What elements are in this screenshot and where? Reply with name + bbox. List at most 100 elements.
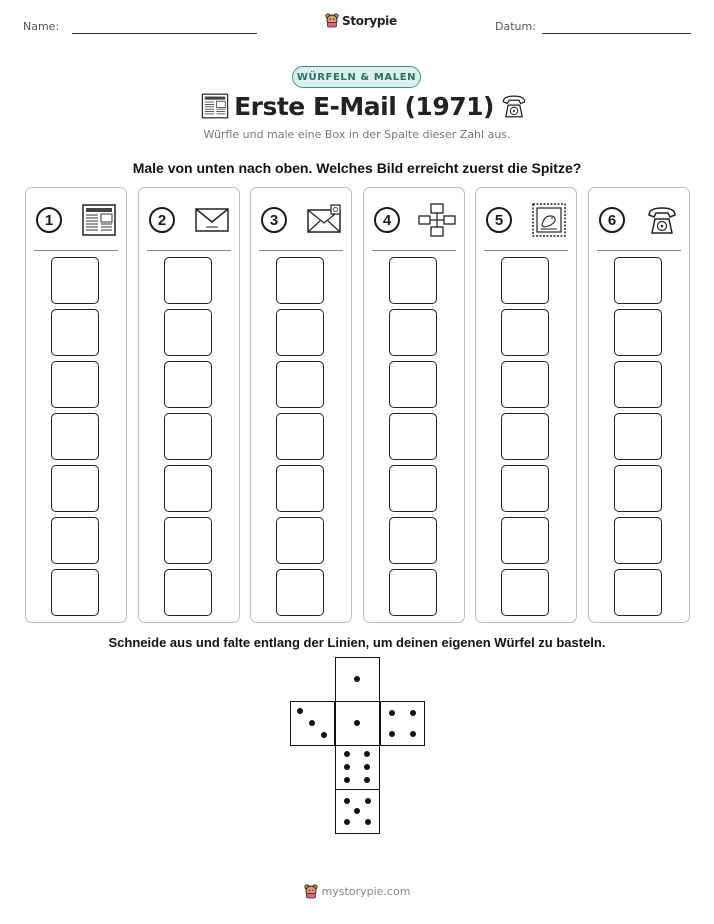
color-box[interactable] [614,413,662,460]
bear-icon [303,884,318,899]
color-box[interactable] [614,361,662,408]
column-divider [484,250,568,251]
color-box[interactable] [389,517,437,564]
color-box[interactable] [164,257,212,304]
color-box[interactable] [164,517,212,564]
color-box[interactable] [164,465,212,512]
telephone-icon [502,95,526,118]
color-box[interactable] [501,569,549,616]
color-box[interactable] [501,309,549,356]
column-number: 6 [599,207,625,233]
name-label: Name: [23,20,60,33]
color-box[interactable] [164,413,212,460]
die-pip [344,776,351,783]
column-2: 2 [138,187,240,623]
subtitle: Würfle und male eine Box in der Spalte d… [203,128,511,141]
color-box[interactable] [276,361,324,408]
die-pip [309,720,315,726]
color-box[interactable] [51,309,99,356]
date-line[interactable] [542,33,691,34]
color-box[interactable] [164,569,212,616]
color-box[interactable] [389,569,437,616]
die-pip [354,676,360,682]
color-box[interactable] [276,465,324,512]
column-header: 5 [486,202,568,238]
column-divider [147,250,231,251]
color-box[interactable] [164,361,212,408]
die-pip [344,751,351,758]
color-box[interactable] [276,309,324,356]
color-box[interactable] [51,413,99,460]
column-divider [259,250,343,251]
color-box[interactable] [389,413,437,460]
newspaper-icon [80,203,118,237]
page-title: Erste E-Mail (1971) [234,91,494,121]
color-box[interactable] [389,465,437,512]
die-pip [320,731,327,738]
color-box[interactable] [276,569,324,616]
die-face-6 [335,745,380,790]
column-number: 4 [374,207,400,233]
name-line[interactable] [72,33,257,34]
envelope-icon [193,203,231,237]
column-number: 3 [261,207,287,233]
column-4: 4 [363,187,465,623]
color-box[interactable] [51,517,99,564]
color-box[interactable] [276,257,324,304]
column-5: 5 [475,187,577,623]
color-box[interactable] [389,309,437,356]
die-pip [344,764,351,770]
die-pip [343,797,350,804]
column-divider [34,250,118,251]
die-face-3 [290,701,335,746]
column-divider [597,250,681,251]
color-box[interactable] [51,465,99,512]
footer-url: mystorypie.com [321,885,411,898]
color-box[interactable] [501,517,549,564]
die-pip [354,720,360,726]
date-label: Datum: [495,20,536,33]
die-pip [388,709,395,716]
brand-name: Storypie [342,13,397,28]
column-number: 1 [36,207,62,233]
category-badge: WÜRFELN & MALEN [292,66,421,88]
column-header: 6 [599,202,681,238]
color-box[interactable] [51,569,99,616]
die-pip [363,751,370,758]
color-box[interactable] [51,257,99,304]
color-box[interactable] [614,517,662,564]
column-header: 2 [149,202,231,238]
color-box[interactable] [614,309,662,356]
color-box[interactable] [501,465,549,512]
column-3: 3 [250,187,352,623]
color-box[interactable] [51,361,99,408]
newspaper-icon [201,93,229,119]
color-box[interactable] [501,413,549,460]
color-box[interactable] [389,361,437,408]
bear-icon [325,13,339,28]
color-box[interactable] [614,257,662,304]
column-header: 4 [374,202,456,238]
letter-icon [305,203,343,237]
die-pip [363,764,370,770]
column-1: 1 [25,187,127,623]
color-box[interactable] [389,257,437,304]
die-pip [409,730,416,737]
color-box[interactable] [501,257,549,304]
cut-instruction: Schneide aus und falte entlang der Linie… [108,635,606,650]
stamp-icon [530,203,568,237]
color-box[interactable] [164,309,212,356]
color-box[interactable] [276,517,324,564]
column-header: 3 [261,202,343,238]
die-pip [388,730,395,737]
color-box[interactable] [614,569,662,616]
color-box[interactable] [614,465,662,512]
die-pip [363,776,370,783]
die-pip [409,709,416,716]
die-pip [354,808,360,814]
network-icon [418,203,456,237]
color-box[interactable] [501,361,549,408]
title-row: Erste E-Mail (1971) [200,91,530,121]
die-face-5 [335,789,380,834]
color-box[interactable] [276,413,324,460]
